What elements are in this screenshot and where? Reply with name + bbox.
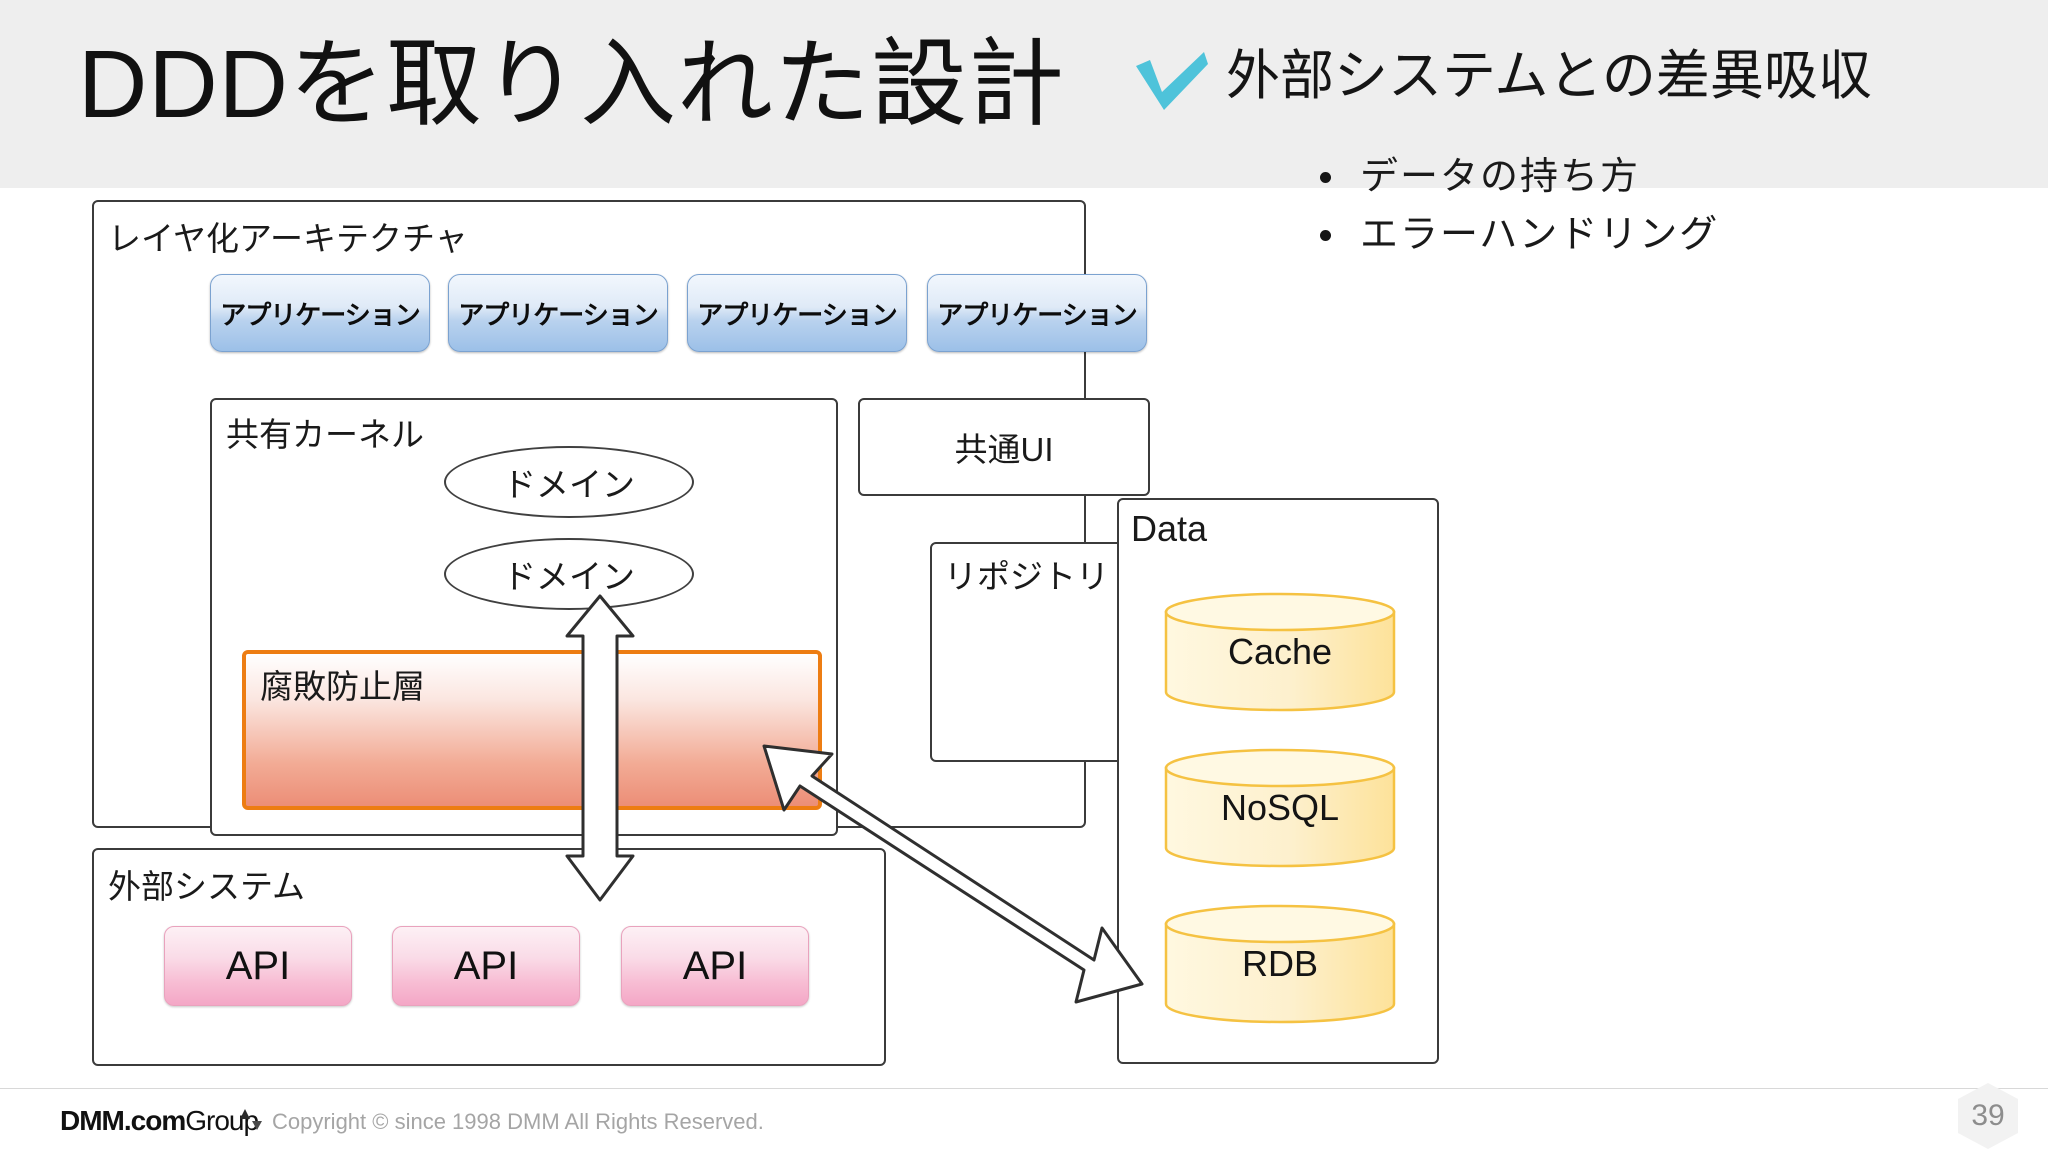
datastore-label-cache: Cache bbox=[1227, 631, 1333, 672]
logo-com: .com bbox=[123, 1105, 186, 1136]
common-ui-box: 共通UI bbox=[858, 398, 1150, 496]
application-node-2[interactable]: アプリケーション bbox=[448, 274, 668, 352]
shared-kernel-box: 共有カーネル ドメイン ドメイン 腐敗防止層 bbox=[210, 398, 838, 836]
datastore-cylinder-cache: Cache bbox=[1164, 592, 1396, 712]
application-node-1[interactable]: アプリケーション bbox=[210, 274, 430, 352]
list-item: エラーハンドリング bbox=[1298, 206, 1719, 264]
api-node-1[interactable]: API bbox=[164, 926, 352, 1006]
list-item: データの持ち方 bbox=[1298, 148, 1719, 206]
anti-corruption-layer-box: 腐敗防止層 bbox=[242, 650, 822, 810]
external-system-box: 外部システム API API API bbox=[92, 848, 886, 1066]
datastore-cylinder-rdb: RDB bbox=[1164, 904, 1396, 1024]
api-node-3[interactable]: API bbox=[621, 926, 809, 1006]
application-node-4[interactable]: アプリケーション bbox=[927, 274, 1147, 352]
repository-box: リポジトリ bbox=[930, 542, 1150, 762]
logo-main: DMM bbox=[60, 1105, 125, 1136]
copyright-text: Copyright © since 1998 DMM All Rights Re… bbox=[272, 1109, 764, 1134]
datastore-cylinder-nosql: NoSQL bbox=[1164, 748, 1396, 868]
application-node-3[interactable]: アプリケーション bbox=[687, 274, 907, 352]
domain-node-1: ドメイン bbox=[444, 446, 694, 518]
layered-architecture-box: レイヤ化アーキテクチャ アプリケーション アプリケーション アプリケーション ア… bbox=[92, 200, 1150, 836]
cylinder-icon bbox=[1164, 904, 1396, 1024]
slide-header: DDDを取り入れた設計 bbox=[0, 0, 2048, 188]
common-ui-label: 共通UI bbox=[954, 431, 1054, 468]
repository-label: リポジトリ bbox=[944, 558, 1109, 595]
domain-node-2: ドメイン bbox=[444, 538, 694, 610]
triangle-mark-icon bbox=[240, 1109, 262, 1130]
api-node-2[interactable]: API bbox=[392, 926, 580, 1006]
right-heading: 外部システムとの差異吸収 bbox=[1130, 40, 2010, 120]
data-label: Data bbox=[1131, 508, 1208, 549]
slide-body: レイヤ化アーキテクチャ アプリケーション アプリケーション アプリケーション ア… bbox=[0, 188, 2048, 1088]
layered-architecture-label: レイヤ化アーキテクチャ bbox=[108, 220, 468, 257]
hexagon-icon bbox=[1958, 1083, 2018, 1149]
external-system-label: 外部システム bbox=[108, 868, 306, 905]
check-icon bbox=[1136, 52, 1208, 110]
dmm-logo: DMM.comGroup bbox=[60, 1105, 259, 1137]
slide-footer: DMM.comGroup Copyright © since 1998 DMM … bbox=[0, 1088, 2048, 1153]
page-title: DDDを取り入れた設計 bbox=[78, 31, 1065, 138]
datastore-label-rdb: RDB bbox=[1241, 943, 1318, 984]
shared-kernel-label: 共有カーネル bbox=[226, 416, 424, 453]
logo-group: Group bbox=[185, 1105, 259, 1136]
cylinder-icon bbox=[1164, 592, 1396, 712]
right-heading-text: 外部システムとの差異吸収 bbox=[1226, 46, 1872, 106]
data-box: Data Cache NoSQL bbox=[1117, 498, 1439, 1064]
right-column: 外部システムとの差異吸収 データの持ち方 エラーハンドリング bbox=[1130, 40, 2010, 256]
right-bullet-list: データの持ち方 エラーハンドリング bbox=[1298, 148, 1719, 264]
anti-corruption-layer-label: 腐敗防止層 bbox=[260, 668, 425, 705]
page-number-badge: 39 bbox=[1952, 1080, 2024, 1152]
datastore-label-nosql: NoSQL bbox=[1220, 787, 1340, 828]
cylinder-icon bbox=[1164, 748, 1396, 868]
page-number: 39 bbox=[1971, 1099, 2005, 1132]
